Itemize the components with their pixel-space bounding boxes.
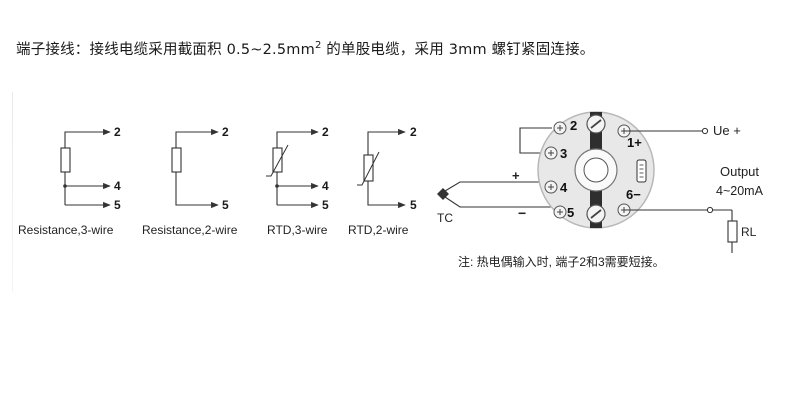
output-terminal-icon <box>706 206 714 214</box>
plus-sign: + <box>512 168 520 183</box>
terminal-screw-5l-icon[interactable] <box>553 205 567 219</box>
terminal-screw-2l-icon[interactable] <box>553 121 567 135</box>
terminal-label: 4 <box>114 179 121 193</box>
circuit-caption: RTD,2-wire <box>348 223 409 237</box>
tc-wire-negative <box>444 196 552 208</box>
heading-text-before: 端子接线：接线电缆采用截面积 0.5~2.5mm <box>16 42 315 58</box>
terminal-label: 2 <box>322 125 329 139</box>
terminal-number: 6− <box>626 187 641 202</box>
terminal-label: 4 <box>322 179 329 193</box>
rl-label: RL <box>741 225 757 239</box>
left-divider <box>12 92 13 292</box>
terminal-label: 5 <box>410 198 417 212</box>
jumper-wire-2-3 <box>519 127 552 154</box>
wire-to-terminal-2 <box>276 128 319 148</box>
rtd-diagonal-icon <box>357 151 380 186</box>
wire-to-terminal-5 <box>175 172 219 209</box>
ue-terminal-icon <box>701 127 709 135</box>
output-circuit: Ue + RL Output 4~20mA <box>624 123 764 253</box>
rtd-sensor-icon <box>272 147 283 173</box>
usb-port-icon <box>636 159 647 183</box>
terminal-label: 2 <box>410 125 417 139</box>
circuit-caption: Resistance,2-wire <box>142 223 238 237</box>
terminal-label: 5 <box>222 198 229 212</box>
circuit-rtd-3wire: 2 4 5 RTD,3-wire <box>266 125 329 237</box>
wire-to-terminal-2 <box>64 128 111 148</box>
wire-to-terminal-2 <box>367 128 406 155</box>
resistor-icon <box>60 147 71 173</box>
heading-superscript: 2 <box>314 40 322 51</box>
ue-label: Ue + <box>713 123 741 138</box>
thermocouple-input: TC + − <box>437 168 552 225</box>
terminal-number: 1+ <box>627 135 642 150</box>
terminal-label: 5 <box>114 198 121 212</box>
transmitter-module: 2 3 4 5 1+ 6− <box>537 111 655 229</box>
terminal-number: 2 <box>570 118 577 133</box>
terminal-label: 2 <box>222 125 229 139</box>
circuit-caption: Resistance,3-wire <box>18 223 114 237</box>
resistor-icon <box>171 147 182 173</box>
minus-sign: − <box>518 205 526 221</box>
terminal-label: 5 <box>322 198 329 212</box>
page-heading: 端子接线：接线电缆采用截面积 0.5~2.5mm2 的单股电缆，采用 3mm 螺… <box>16 38 595 59</box>
terminal-label: 2 <box>114 125 121 139</box>
rtd-sensor-icon <box>363 154 374 182</box>
wire-to-terminal-5 <box>367 181 406 209</box>
circuit-resistance-3wire: 2 4 5 Resistance,3-wire <box>18 125 121 237</box>
terminal-number: 3 <box>560 146 567 161</box>
output-label: Output <box>720 164 759 179</box>
circuit-caption: RTD,3-wire <box>267 223 328 237</box>
center-hole-inner <box>583 157 609 183</box>
terminal-screw-4-icon[interactable] <box>544 180 558 194</box>
screw-icon[interactable] <box>586 204 606 224</box>
terminal-screw-3-icon[interactable] <box>544 146 558 160</box>
heading-text-after: 的单股电缆，采用 3mm 螺钉紧固连接。 <box>321 42 595 58</box>
thermocouple-note: 注: 热电偶输入时, 端子2和3需要短接。 <box>458 254 665 269</box>
terminal-number: 4 <box>560 180 568 195</box>
screw-icon[interactable] <box>586 114 606 134</box>
output-range: 4~20mA <box>716 184 764 198</box>
rtd-diagonal-icon <box>266 144 289 177</box>
terminal-number: 5 <box>567 205 574 220</box>
tc-label: TC <box>437 211 453 225</box>
circuit-resistance-2wire: 2 5 Resistance,2-wire <box>142 125 238 237</box>
circuit-rtd-2wire: 2 5 RTD,2-wire <box>348 125 417 237</box>
tc-wire-positive <box>444 181 552 192</box>
load-resistor-icon <box>727 220 738 243</box>
wire-to-terminal-2 <box>175 128 219 148</box>
